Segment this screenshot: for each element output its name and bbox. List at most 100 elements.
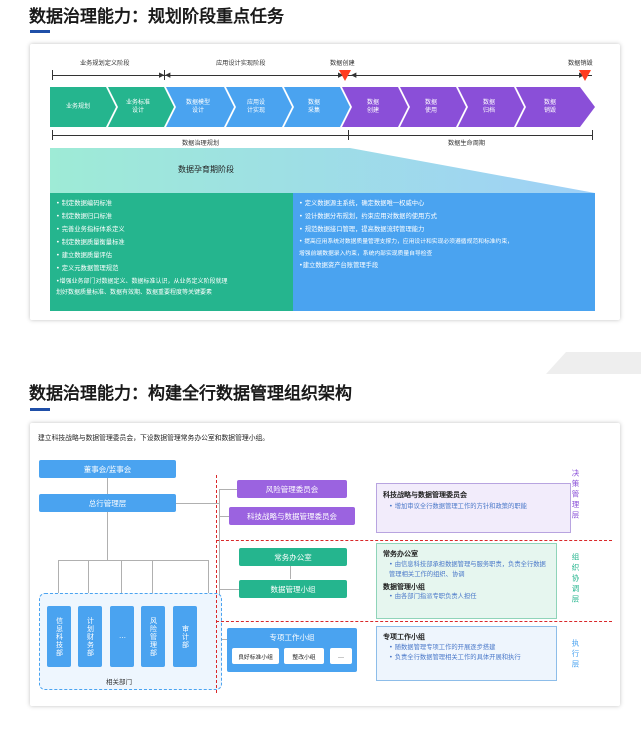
create-label: 数据创建 [330, 60, 355, 67]
left-item-5: • 定义元数据管理规范 [56, 265, 119, 272]
desc-group-line-0: • 由各部门指派专职负责人担任 [389, 593, 477, 600]
desc-office-title: 常务办公室 [383, 550, 418, 558]
create-marker-icon [339, 70, 351, 81]
connector-h-depts [58, 560, 208, 561]
left-item-1: • 制定数据归口标准 [56, 213, 113, 220]
connector-mid-special [219, 639, 227, 640]
connector-dept-3 [121, 560, 122, 595]
section2-panel: 建立科技战略与数据管理委员会，下设数据管理常务办公室和数据管理小组。 董事会/监… [30, 423, 620, 706]
desc-office-line-0: • 由信息科技部承担数据管理与服务职责，负责全行数据管理相关工作的组织、协调 [389, 561, 546, 578]
destroy-marker-icon [579, 70, 591, 81]
desc-strategy-line-0: • 增加审议全行数据管理工作的方针和政策的职能 [389, 503, 527, 510]
connector-dept-4 [152, 560, 153, 595]
layer-exec: 执行层 [571, 639, 580, 671]
connector-to-mid [176, 503, 219, 504]
connector-mid-v [219, 489, 220, 639]
section1-panel: 业务规划定义阶段 应用设计实现阶段 数据创建 数据销毁 ▶ ◀ ▶ ◀ ▶ 业务… [30, 44, 620, 320]
phase2-label: 应用设计实现阶段 [216, 60, 266, 67]
strategy-committee-box: 科技战略与数据管理委员会 [229, 507, 355, 525]
connector-mid-strategy [219, 516, 229, 517]
connector-v2 [107, 512, 108, 560]
connector-mid-group [219, 589, 239, 590]
left-item-3: • 制定数据质量衡量标准 [56, 239, 125, 246]
chevron-label-7: 数据 归档 [482, 99, 495, 114]
chevron-label-5: 数据 创建 [366, 99, 379, 114]
chevron-label-2: 数据模型 设计 [185, 99, 210, 114]
desc-strategy-title: 科技战略与数据管理委员会 [383, 491, 467, 499]
desc-office-box: 常务办公室 • 由信息科技部承担数据管理与服务职责，负责全行数据管理相关工作的组… [376, 543, 557, 619]
right-item-1: • 设计数据分布规划，约束应用对数据的使用方式 [299, 213, 437, 220]
layer-decision: 决策管理层 [571, 469, 580, 522]
desc-group-title: 数据管理小组 [383, 583, 425, 591]
dept-box-3: 风险管理部 [141, 606, 165, 667]
left-item-4: • 建立数据质量评估 [56, 252, 113, 259]
separator-vertical [216, 475, 217, 693]
dept-box-4: 审计部 [173, 606, 197, 667]
incubation-title: 数据孕育期阶段 [178, 165, 234, 174]
right-item-3: • 提高应用系统对数据质量管理支撑力，应用设计和实现必须遵循规范和标准约束， [299, 239, 513, 245]
dept-group-label: 相关部门 [106, 678, 132, 686]
section2-title: 数据治理能力：构建全行数据管理组织架构 [29, 384, 352, 404]
connector-v1 [107, 478, 108, 494]
desc-special-box: 专项工作小组 • 随数据管理专项工作的开展逐步搭建 • 负责全行数据管理相关工作… [376, 626, 557, 681]
right-item-4: 增强前端数据录入约束，系统内部实现质量自导检查 [299, 251, 433, 257]
section2-intro: 建立科技战略与数据管理委员会，下设数据管理常务办公室和数据管理小组。 [38, 434, 270, 442]
connector-mid-risk [219, 489, 237, 490]
arrow-right-icon-3: ▶ [579, 71, 585, 79]
left-item-0: • 制定数据编码标准 [56, 200, 113, 207]
connector-dept-2 [88, 560, 89, 595]
connector-dept-5 [208, 560, 209, 595]
left-item-6: •增强业务部门对数据定义、数据标准认识，从业务定义阶段就理 [56, 278, 228, 285]
chevron-band [50, 87, 595, 127]
sub-group-rectify: 整改小组 [284, 648, 324, 664]
chevron-label-1: 业务标准 设计 [125, 99, 150, 114]
incubation-shape [50, 148, 595, 193]
left-green-box: • 制定数据编码标准 • 制定数据归口标准 • 完善业务指标体系定义 • 制定数… [50, 193, 293, 311]
arrow-left-icon: ◀ [165, 71, 171, 79]
top-tick-left [52, 70, 53, 80]
dept-box-0: 信息科技部 [47, 606, 71, 667]
bottom-tick-mid [348, 130, 349, 140]
head-office-box: 总行管理层 [39, 494, 176, 512]
lifecycle-label: 数据生命周期 [448, 140, 486, 147]
arrow-left-icon-2: ◀ [351, 71, 357, 79]
separator-decision [216, 540, 612, 541]
right-item-5: •建立数据资产台账管理手段 [299, 262, 379, 269]
top-tick-mid [164, 70, 165, 80]
desc-strategy-box: 科技战略与数据管理委员会 • 增加审议全行数据管理工作的方针和政策的职能 [376, 483, 571, 533]
data-group-box: 数据管理小组 [239, 580, 347, 598]
left-item-7: 划好数据质量标准、数据有效期、数据重要程度等关键要素 [56, 289, 213, 296]
top-timeline [52, 75, 592, 76]
chevron-label-0: 业务规划 [65, 103, 90, 110]
dept-box-1: 计划财务部 [78, 606, 102, 667]
governance-label: 数据治理规划 [182, 140, 220, 147]
desc-special-line-1: • 负责全行数据管理相关工作的具体开展和执行 [389, 654, 521, 661]
right-item-2: • 规范数据接口管理，提高数据流转管理能力 [299, 226, 425, 233]
dept-box-2: … [110, 606, 134, 667]
decorative-shape [546, 352, 641, 374]
connector-office-group [290, 566, 291, 579]
arrow-right-icon: ▶ [159, 71, 165, 79]
sub-group-standard: 良好标准小组 [232, 648, 279, 664]
chevron-label-3: 应用设 计实现 [246, 99, 265, 114]
phase1-label: 业务规划定义阶段 [80, 60, 130, 67]
section1-title-underline [30, 30, 50, 33]
destroy-label: 数据销毁 [568, 60, 593, 67]
arrow-right-icon-2: ▶ [338, 71, 344, 79]
bottom-tick-left [52, 130, 53, 140]
risk-committee-box: 风险管理委员会 [237, 480, 347, 498]
chevron-label-8: 数据 销毁 [543, 99, 556, 114]
desc-special-line-0: • 随数据管理专项工作的开展逐步搭建 [389, 644, 496, 651]
right-blue-box: • 定义数据源主系统，确定数据唯一权威中心 • 设计数据分布规划，约束应用对数据… [293, 193, 595, 311]
chevron-label-4: 数据 采集 [307, 99, 320, 114]
sub-group-more: … [330, 648, 352, 664]
connector-dept-1 [58, 560, 59, 595]
desc-special-title: 专项工作小组 [383, 633, 425, 641]
separator-coord [216, 621, 612, 622]
chevron-label-6: 数据 使用 [424, 99, 437, 114]
section1-title: 数据治理能力：规划阶段重点任务 [29, 7, 284, 27]
board-box: 董事会/监事会 [39, 460, 176, 478]
bottom-tick-right [592, 130, 593, 140]
section2-title-underline [30, 408, 50, 411]
left-item-2: • 完善业务指标体系定义 [56, 226, 125, 233]
